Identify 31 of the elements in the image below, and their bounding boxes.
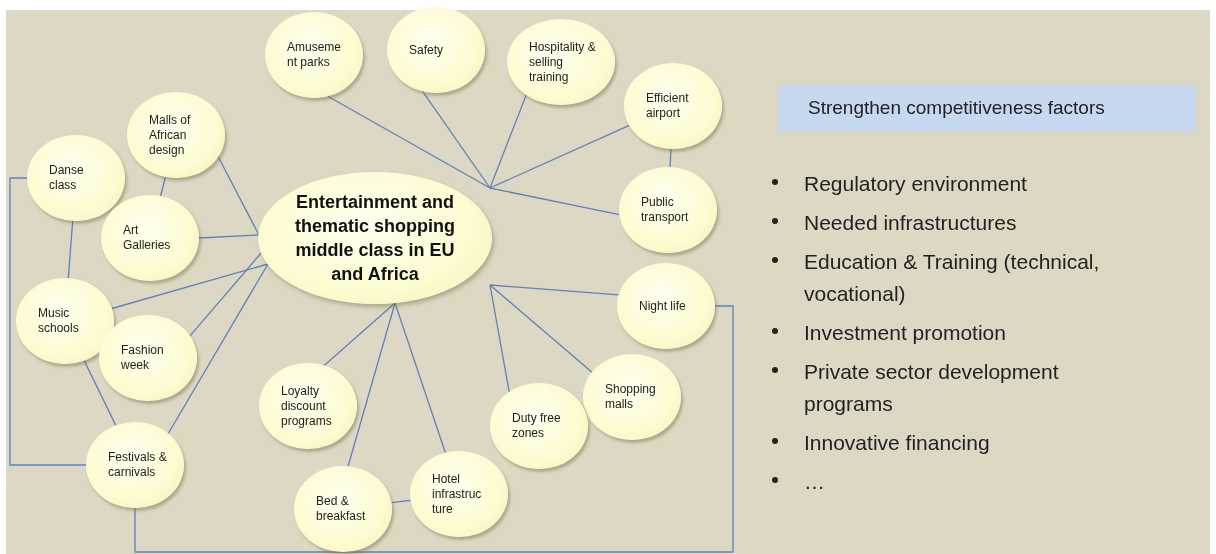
bullet-text: … [804,469,826,495]
connector-line [323,302,396,367]
connector-line [489,124,630,189]
connector-line [67,220,74,279]
connector-line [394,302,447,454]
connector-line [489,284,510,393]
connector-line [134,305,734,553]
connector-line [327,95,491,189]
bullet-text: Regulatory environment [804,171,1028,197]
bullet-text: Education & Training (technical, vocational) [804,249,1101,307]
bullet-text: Needed infrastructures [804,210,1018,236]
heading-box: Strengthen competitiveness factors [778,85,1196,131]
connector-line [83,359,117,427]
connector-line [489,284,620,296]
connector-line [111,263,269,310]
connector-line [489,187,620,216]
connector-line [217,156,260,236]
connector-line [347,302,396,467]
connector-line [390,499,412,504]
bullet-text: Private sector development programs [804,359,1060,417]
connector-line [489,94,527,189]
connector-line [421,90,491,189]
connector-line [198,234,260,239]
connector-line [9,177,87,466]
bullet-text: Innovative financing [804,430,991,456]
connector-line [489,284,593,373]
connector-line [159,176,167,197]
connector-line [669,148,672,168]
connector-line [167,263,269,435]
connector-line [189,251,263,337]
bullet-text: Investment promotion [804,320,1007,346]
